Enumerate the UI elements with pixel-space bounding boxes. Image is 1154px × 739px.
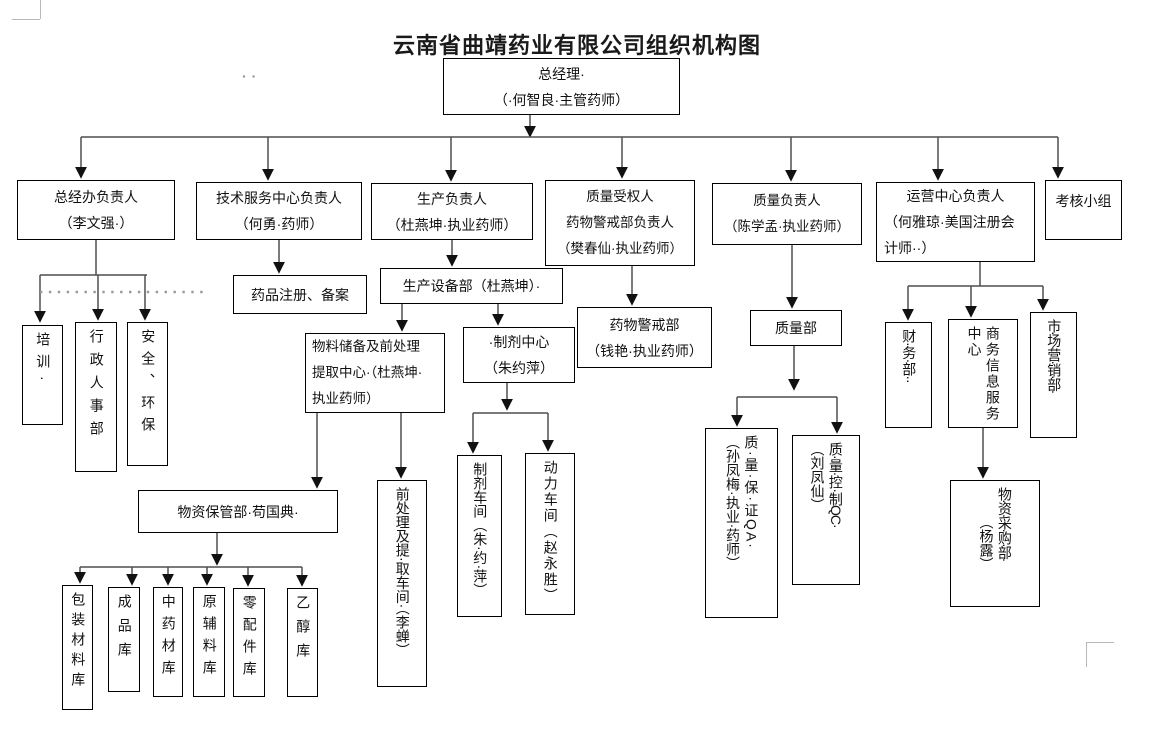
node-label: 原辅料库	[201, 594, 218, 682]
node-label: 药品注册、备案	[251, 286, 349, 303]
node-drug-registration-filing[interactable]: 药品注册、备案	[233, 275, 367, 314]
node-spare-parts-warehouse[interactable]: 零配件库	[233, 588, 265, 697]
node-label: 乙醇库	[295, 595, 312, 667]
node-label: （·何智良·主管药师）	[493, 91, 630, 108]
page-margin-mark-top-left	[12, 19, 40, 20]
node-label: （陈学孟·执业药师）	[724, 219, 850, 234]
node-label: 商务信息服务	[984, 326, 1001, 422]
node-label: 执业药师）	[312, 391, 380, 406]
node-safety-environment[interactable]: 安全、环保	[127, 322, 168, 466]
node-label: 包装材料库	[70, 592, 87, 692]
node-power-workshop[interactable]: 动力车间（赵永胜）	[525, 453, 575, 615]
node-label: ·制剂中心	[488, 334, 550, 350]
node-quality-dept[interactable]: 质量部	[750, 310, 842, 346]
node-label: 中心	[966, 326, 983, 358]
node-admin-hr-dept[interactable]: 行政人事部	[75, 322, 117, 472]
node-label: 技术服务中心负责人	[216, 190, 342, 206]
node-label: 总经办负责人	[54, 189, 138, 205]
node-label: （刘凤仙）	[809, 442, 826, 512]
node-production-equipment-dept[interactable]: 生产设备部（杜燕坤）·	[380, 268, 563, 304]
node-label: 计师··）	[884, 240, 936, 256]
node-finance-dept[interactable]: 财·务·部··	[885, 322, 932, 428]
chart-title: 云南省曲靖药业有限公司组织机构图	[392, 33, 761, 58]
node-label: 物资保管部·苟国典·	[177, 503, 299, 520]
node-tech-service-center-head[interactable]: 技术服务中心负责人 （何勇·药师）	[196, 182, 362, 240]
node-label: 质量受权人	[586, 189, 654, 204]
node-material-purchasing-dept[interactable]: 物·资·采·购·部· （杨露）	[950, 480, 1040, 607]
formatting-marks: ··	[242, 68, 262, 84]
node-quality-assurance-qa[interactable]: 质·量·保·证QA· （孙凤梅·执业·药师）	[705, 428, 778, 618]
node-gm-office-head[interactable]: 总经办负责人 （李文强·）	[17, 180, 175, 240]
node-business-info-service-center[interactable]: 商务信息服务 中心	[948, 319, 1018, 428]
node-label: （樊春仙·执业药师）	[557, 241, 683, 256]
node-pharmacovigilance-dept[interactable]: 药物警戒部 （钱艳·执业药师）	[577, 307, 712, 368]
node-label: 总经理·	[538, 65, 585, 82]
node-pretreatment-extraction-workshop[interactable]: 前处理及提·取车间·（李蝉）	[377, 480, 427, 687]
node-label: 成品库	[116, 594, 133, 666]
node-label: （朱约萍）	[484, 360, 554, 376]
node-packaging-material-warehouse[interactable]: 包装材料库	[62, 585, 93, 710]
node-label: 提取中心·（杜燕坤·	[312, 365, 423, 380]
node-preparation-center[interactable]: ·制剂中心 （朱约萍）	[463, 327, 575, 383]
node-label: （钱艳·执业药师）	[586, 342, 703, 359]
node-label: 制剂车间（朱·约·萍）	[472, 462, 489, 598]
node-production-head[interactable]: 生产负责人 （杜燕坤·执业药师）	[371, 183, 533, 240]
node-label: 前处理及提·取车间·（李蝉）	[394, 487, 411, 658]
node-label: 生产负责人	[417, 190, 487, 207]
node-label: 质·量·控·制QC·	[827, 442, 844, 528]
node-label: 质量负责人	[753, 193, 821, 208]
node-label: 运营中心负责人	[906, 188, 1005, 204]
page-margin-mark-bottom-right	[1086, 642, 1114, 643]
node-label: （杜燕坤·执业药师）	[386, 216, 518, 233]
node-label: 行政人事部	[88, 329, 105, 444]
node-label: （李文强·）	[58, 215, 134, 231]
node-chinese-medicine-warehouse[interactable]: 中药材库	[153, 587, 183, 697]
node-label: 物料储备及前处理	[312, 339, 420, 354]
node-label: 动力车间（赵永胜）	[542, 460, 559, 604]
node-label: 药物警戒部	[609, 316, 680, 333]
node-raw-auxiliary-material-warehouse[interactable]: 原辅料库	[193, 587, 225, 697]
node-quality-control-qc[interactable]: 质·量·控·制QC· （刘凤仙）	[792, 435, 860, 585]
node-label: 安全、环保	[140, 329, 157, 439]
node-label: （何勇·药师）	[234, 216, 324, 232]
node-finished-goods-warehouse[interactable]: 成品库	[108, 587, 140, 692]
node-material-prep-extraction-center[interactable]: 物料储备及前处理 提取中心·（杜燕坤· 执业药师）	[305, 333, 445, 413]
node-label: 生产设备部（杜燕坤）·	[402, 278, 541, 294]
node-label: （杨露）	[978, 515, 995, 571]
node-label: 零配件库	[241, 595, 258, 683]
page-margin-mark-bottom-right	[1086, 642, 1087, 667]
node-label: 财·务·部··	[901, 329, 918, 383]
node-label: 物·资·采·购·部·	[996, 487, 1013, 561]
node-label: 质·量·保·证QA·	[743, 435, 760, 550]
node-preparation-workshop[interactable]: 制剂车间（朱·约·萍）	[457, 455, 502, 617]
node-label: 市·场·营·销·部·	[1046, 319, 1063, 393]
node-label: 质量部	[775, 320, 817, 336]
node-marketing-dept[interactable]: 市·场·营·销·部·	[1030, 312, 1077, 438]
node-label: 中药材库	[160, 594, 177, 682]
node-quality-head[interactable]: 质量负责人 （陈学孟·执业药师）	[712, 183, 862, 245]
node-quality-authorized-person[interactable]: 质量受权人 药物警戒部负责人 （樊春仙·执业药师）	[545, 180, 695, 266]
node-training[interactable]: 培训·	[22, 325, 63, 425]
node-material-storage-dept[interactable]: 物资保管部·苟国典·	[138, 490, 338, 533]
page-margin-mark-top-left	[40, 0, 41, 19]
node-label: 培训·	[35, 332, 52, 389]
node-assessment-team[interactable]: 考核小组	[1045, 180, 1122, 240]
node-ethanol-warehouse[interactable]: 乙醇库	[287, 588, 318, 697]
node-label: （孙凤梅·执业·药师）	[725, 435, 741, 571]
node-general-manager[interactable]: 总经理· （·何智良·主管药师）	[443, 58, 680, 115]
node-label: 药物警戒部负责人	[566, 215, 674, 230]
node-operations-center-head[interactable]: 运营中心负责人 （何雅琼·美国注册会 计师··）	[876, 182, 1035, 262]
node-label: 考核小组	[1055, 193, 1112, 209]
node-label: （何雅琼·美国注册会	[884, 214, 1015, 230]
